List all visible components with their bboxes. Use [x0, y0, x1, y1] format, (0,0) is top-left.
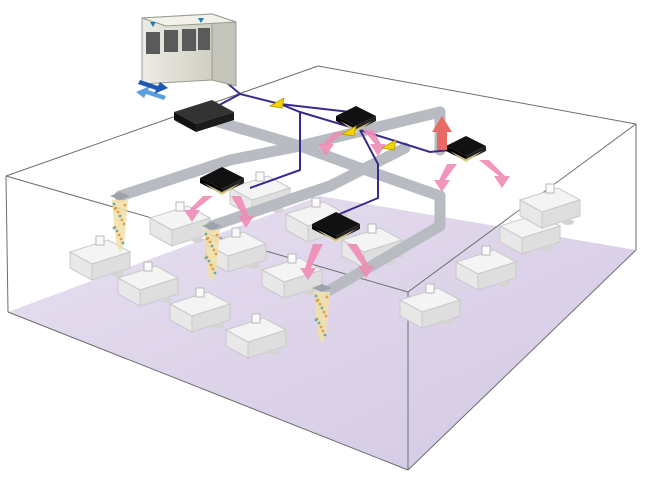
fan-grille-2: [164, 30, 178, 52]
pipe-to-unit5: [329, 129, 379, 219]
indoor-unit-4: [312, 212, 360, 243]
exhaust-air-up-arrow: [432, 116, 452, 150]
floor-front-left-edge: [7, 311, 409, 471]
indoor-units: [200, 106, 486, 243]
outdoor-unit-top: [141, 13, 237, 27]
duct-branch-2: [206, 142, 411, 232]
desk-2: [116, 261, 180, 307]
supply-airflow-arrow-icon-7: [300, 244, 323, 280]
desk-14: [518, 183, 582, 229]
supply-airflow-arrow-icon-1: [318, 132, 345, 156]
ventilation-outlet-1: [110, 192, 130, 252]
outdoor-air-arrows: [136, 80, 168, 100]
supply-airflow-arrow-icon-8: [347, 244, 374, 278]
daikin-logo-icon-2: [198, 18, 204, 23]
supply-airflow-arrow-icon-2: [363, 130, 386, 156]
ventilation-outlets: [110, 192, 332, 344]
desk-3: [168, 287, 232, 333]
ceiling-back-edges: [5, 65, 637, 177]
duct-branch-1: [206, 114, 446, 296]
supply-airflow-arrow-icon-4: [479, 160, 510, 188]
ventilation-outlet-2: [202, 222, 222, 282]
desk-1: [68, 235, 132, 281]
pipe-to-unit4: [249, 112, 301, 189]
outdoor-unit: [141, 13, 237, 87]
exhaust-up-arrow-icon: [432, 116, 452, 150]
direction-arrow-icon-3: [380, 139, 397, 151]
fan-grille-1: [146, 32, 160, 54]
indoor-unit-1: [336, 106, 376, 133]
supply-airflow-arrow-icon-3: [434, 164, 457, 192]
exhaust-air-out-arrow-icon: [138, 80, 168, 94]
fan-grille-3: [182, 29, 196, 51]
supply-airflow-arrow-icon-5: [184, 196, 213, 222]
desk-5: [148, 201, 212, 247]
direction-arrows: [268, 97, 397, 151]
indoor-unit-3: [200, 167, 244, 196]
indoor-unit-2: [446, 136, 486, 163]
direction-arrow-icon-2: [340, 125, 357, 137]
desk-4: [224, 313, 288, 359]
floor-front-right-edge: [407, 249, 637, 471]
daikin-logo-icon: [150, 22, 156, 27]
fan-grille-4: [198, 28, 210, 50]
wall-corner-left: [5, 175, 9, 313]
direction-arrow-icon-1: [268, 97, 285, 109]
airflows: [184, 130, 510, 280]
outdoor-unit-side: [211, 13, 237, 87]
desk-12: [454, 245, 518, 291]
supply-airflow-arrow-icon-6: [231, 196, 254, 228]
desk-11: [398, 283, 462, 329]
main-duct: [114, 106, 446, 202]
fresh-air-in-arrow-icon: [136, 86, 166, 100]
heat-reclaim-ventilation-unit: [174, 100, 234, 132]
ventilation-outlet-3: [312, 284, 332, 344]
